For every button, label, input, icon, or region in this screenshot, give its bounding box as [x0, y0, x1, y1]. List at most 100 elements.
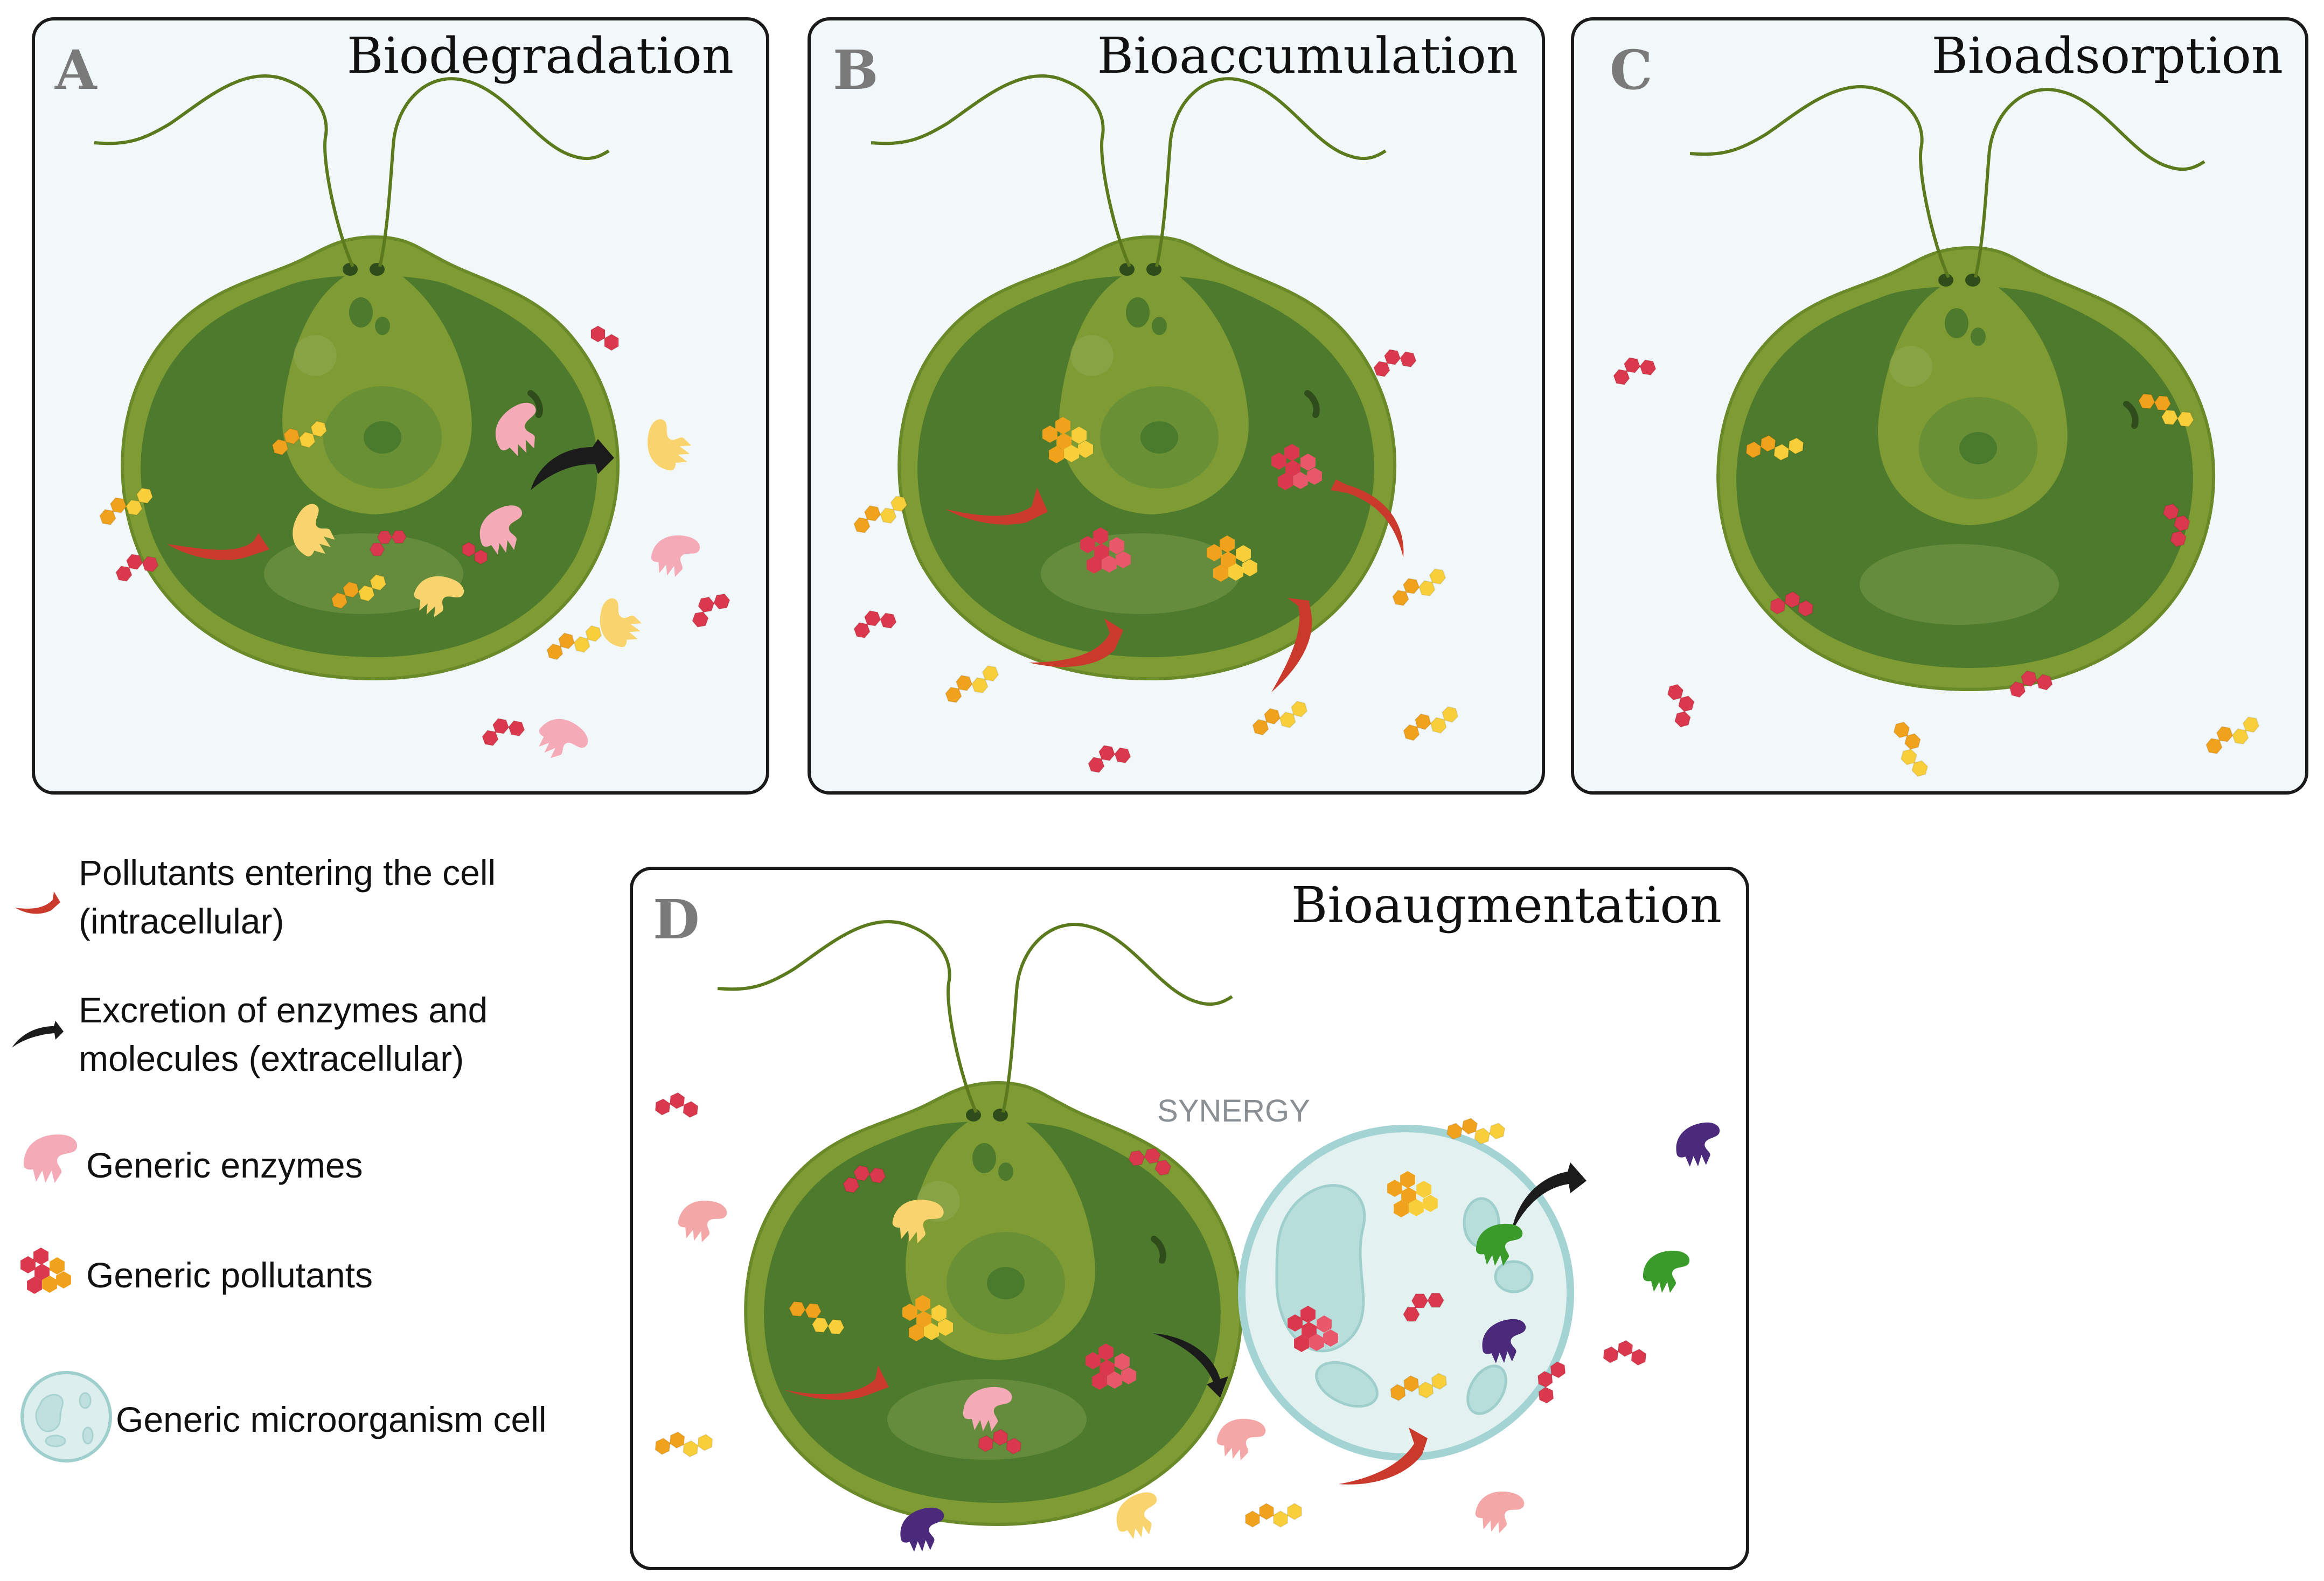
- pollutant-c3: [2138, 393, 2195, 427]
- enzyme-d6: [900, 1507, 944, 1552]
- pollutant-d5: [655, 1431, 713, 1458]
- legend-microorganism-icon: [20, 1371, 112, 1462]
- algae-cell-c: [1689, 85, 2216, 692]
- legend-pollutants-label: Generic pollutants: [86, 1255, 373, 1295]
- pollutant-a8: [546, 625, 602, 660]
- panel-b-title: Bioaccumulation: [1097, 27, 1518, 85]
- pollutant-a7: [331, 574, 387, 609]
- excretion-arrows: [12, 439, 1587, 1398]
- pollutant-c7: [2009, 670, 2053, 698]
- pollutant-c6: [1667, 684, 1695, 728]
- panel-d-letter: D: [653, 888, 700, 951]
- pollutant-a6: [462, 541, 488, 565]
- entering-arrow-b3: [1271, 598, 1312, 692]
- pollutant-d11: [1603, 1340, 1647, 1366]
- pollutant-c8: [1893, 721, 1929, 777]
- enzyme-a6: [651, 535, 700, 577]
- pollutant-b1: [853, 495, 908, 534]
- legend: Pollutants entering the cell (intracellu…: [20, 853, 547, 1462]
- entering-arrow-a: [167, 533, 269, 560]
- enzyme-d3: [963, 1387, 1012, 1431]
- enzyme-d4: [1216, 1418, 1266, 1461]
- pollutant-cluster-d4: [1387, 1171, 1438, 1217]
- legend-excretion-line1: Excretion of enzymes and: [79, 990, 488, 1030]
- enzyme-a1: [648, 419, 692, 471]
- enzyme-a7: [600, 598, 642, 647]
- algae-cell-d: [717, 920, 1243, 1527]
- entering-arrow-b1: [945, 487, 1048, 525]
- panel-a-title: Biodegradation: [347, 27, 734, 85]
- legend-entering-line2: (intracellular): [79, 901, 284, 941]
- pollutant-d7: [1245, 1502, 1302, 1528]
- pollutant-a10: [482, 718, 525, 747]
- enzyme-d2: [892, 1200, 944, 1244]
- pollutant-b7: [1403, 706, 1459, 741]
- excretion-arrow-d2: [1511, 1162, 1587, 1234]
- excretion-arrow-d1: [1153, 1333, 1228, 1398]
- pollutant-a9: [692, 593, 730, 628]
- pollutant-a4: [590, 325, 620, 351]
- excretion-arrow-a: [531, 439, 614, 490]
- legend-pollutant-cluster: [20, 1248, 71, 1294]
- panel-a-letter: A: [54, 38, 98, 102]
- pollutant-d9: [1402, 1293, 1445, 1322]
- pollutant-c1: [1613, 357, 1657, 386]
- pollutant-b3: [1373, 349, 1417, 378]
- panel-c-title: Bioadsorption: [1931, 27, 2283, 85]
- enzyme-d8: [1482, 1319, 1526, 1363]
- enzyme-d11: [1475, 1491, 1525, 1534]
- entering-arrow-d2: [1339, 1427, 1428, 1485]
- pollutant-d10: [1390, 1373, 1448, 1402]
- pollutant-c2: [1745, 435, 1804, 461]
- pollutant-c4: [2162, 503, 2190, 547]
- enzyme-d7: [1476, 1223, 1523, 1266]
- pollutant-cluster-d1: [902, 1295, 953, 1341]
- pollutant-cluster-b1: [1042, 417, 1093, 463]
- entering-arrows: [15, 479, 1428, 1485]
- legend-entering-line1: Pollutants entering the cell: [79, 853, 496, 893]
- enzyme-a3: [293, 504, 335, 556]
- enzyme-d9: [1676, 1122, 1720, 1167]
- pollutant-c5: [1770, 591, 1814, 617]
- legend-enzymes-label: Generic enzymes: [86, 1145, 363, 1185]
- legend-enzyme-icon: [24, 1134, 78, 1183]
- enzyme-d10: [1643, 1250, 1690, 1293]
- pollutant-cluster-b4: [1207, 535, 1257, 582]
- pollutant-b5: [1392, 568, 1446, 607]
- pollutant-cluster-b2: [1271, 444, 1322, 490]
- pollutant-d8: [1446, 1117, 1506, 1145]
- legend-excretion-line2: molecules (extracellular): [79, 1039, 464, 1078]
- synergy-label: SYNERGY: [1157, 1094, 1310, 1129]
- pollutant-d2: [843, 1165, 886, 1194]
- enzyme-shapes: [293, 402, 1720, 1552]
- pollutant-cluster-d3: [1288, 1306, 1338, 1352]
- pollutant-cluster-b3: [1080, 527, 1131, 574]
- pollutant-a2: [115, 553, 159, 582]
- algae-cell-b: [871, 74, 1397, 681]
- pollutant-b6: [1252, 700, 1308, 736]
- pollutant-b4: [945, 665, 999, 704]
- pollutant-a3: [272, 420, 328, 456]
- enzyme-a2: [495, 402, 536, 457]
- pollutant-a1: [99, 487, 154, 526]
- entering-arrow-b4: [1331, 479, 1404, 558]
- pollutant-d4: [788, 1301, 845, 1335]
- enzyme-a5: [414, 576, 464, 618]
- pollutant-d6: [978, 1429, 1022, 1455]
- legend-microorganism-label: Generic microorganism cell: [116, 1399, 547, 1439]
- legend-entering-arrow: [15, 892, 60, 914]
- pollutant-a5: [369, 530, 407, 556]
- entering-arrow-b2: [1029, 618, 1123, 667]
- panel-b-letter: B: [833, 38, 879, 102]
- panel-d-title: Bioaugmentation: [1291, 876, 1722, 934]
- pollutant-cluster-d2: [1086, 1343, 1136, 1390]
- panel-c-letter: C: [1610, 38, 1653, 102]
- pollutant-b2: [853, 610, 897, 639]
- legend-pollutant-icon: [20, 1248, 71, 1294]
- pollutant-d3: [1128, 1147, 1172, 1176]
- pollutant-c9: [2205, 716, 2260, 755]
- enzyme-d5: [1116, 1492, 1157, 1540]
- enzyme-a4: [479, 505, 523, 555]
- entering-arrow-d1: [784, 1366, 889, 1400]
